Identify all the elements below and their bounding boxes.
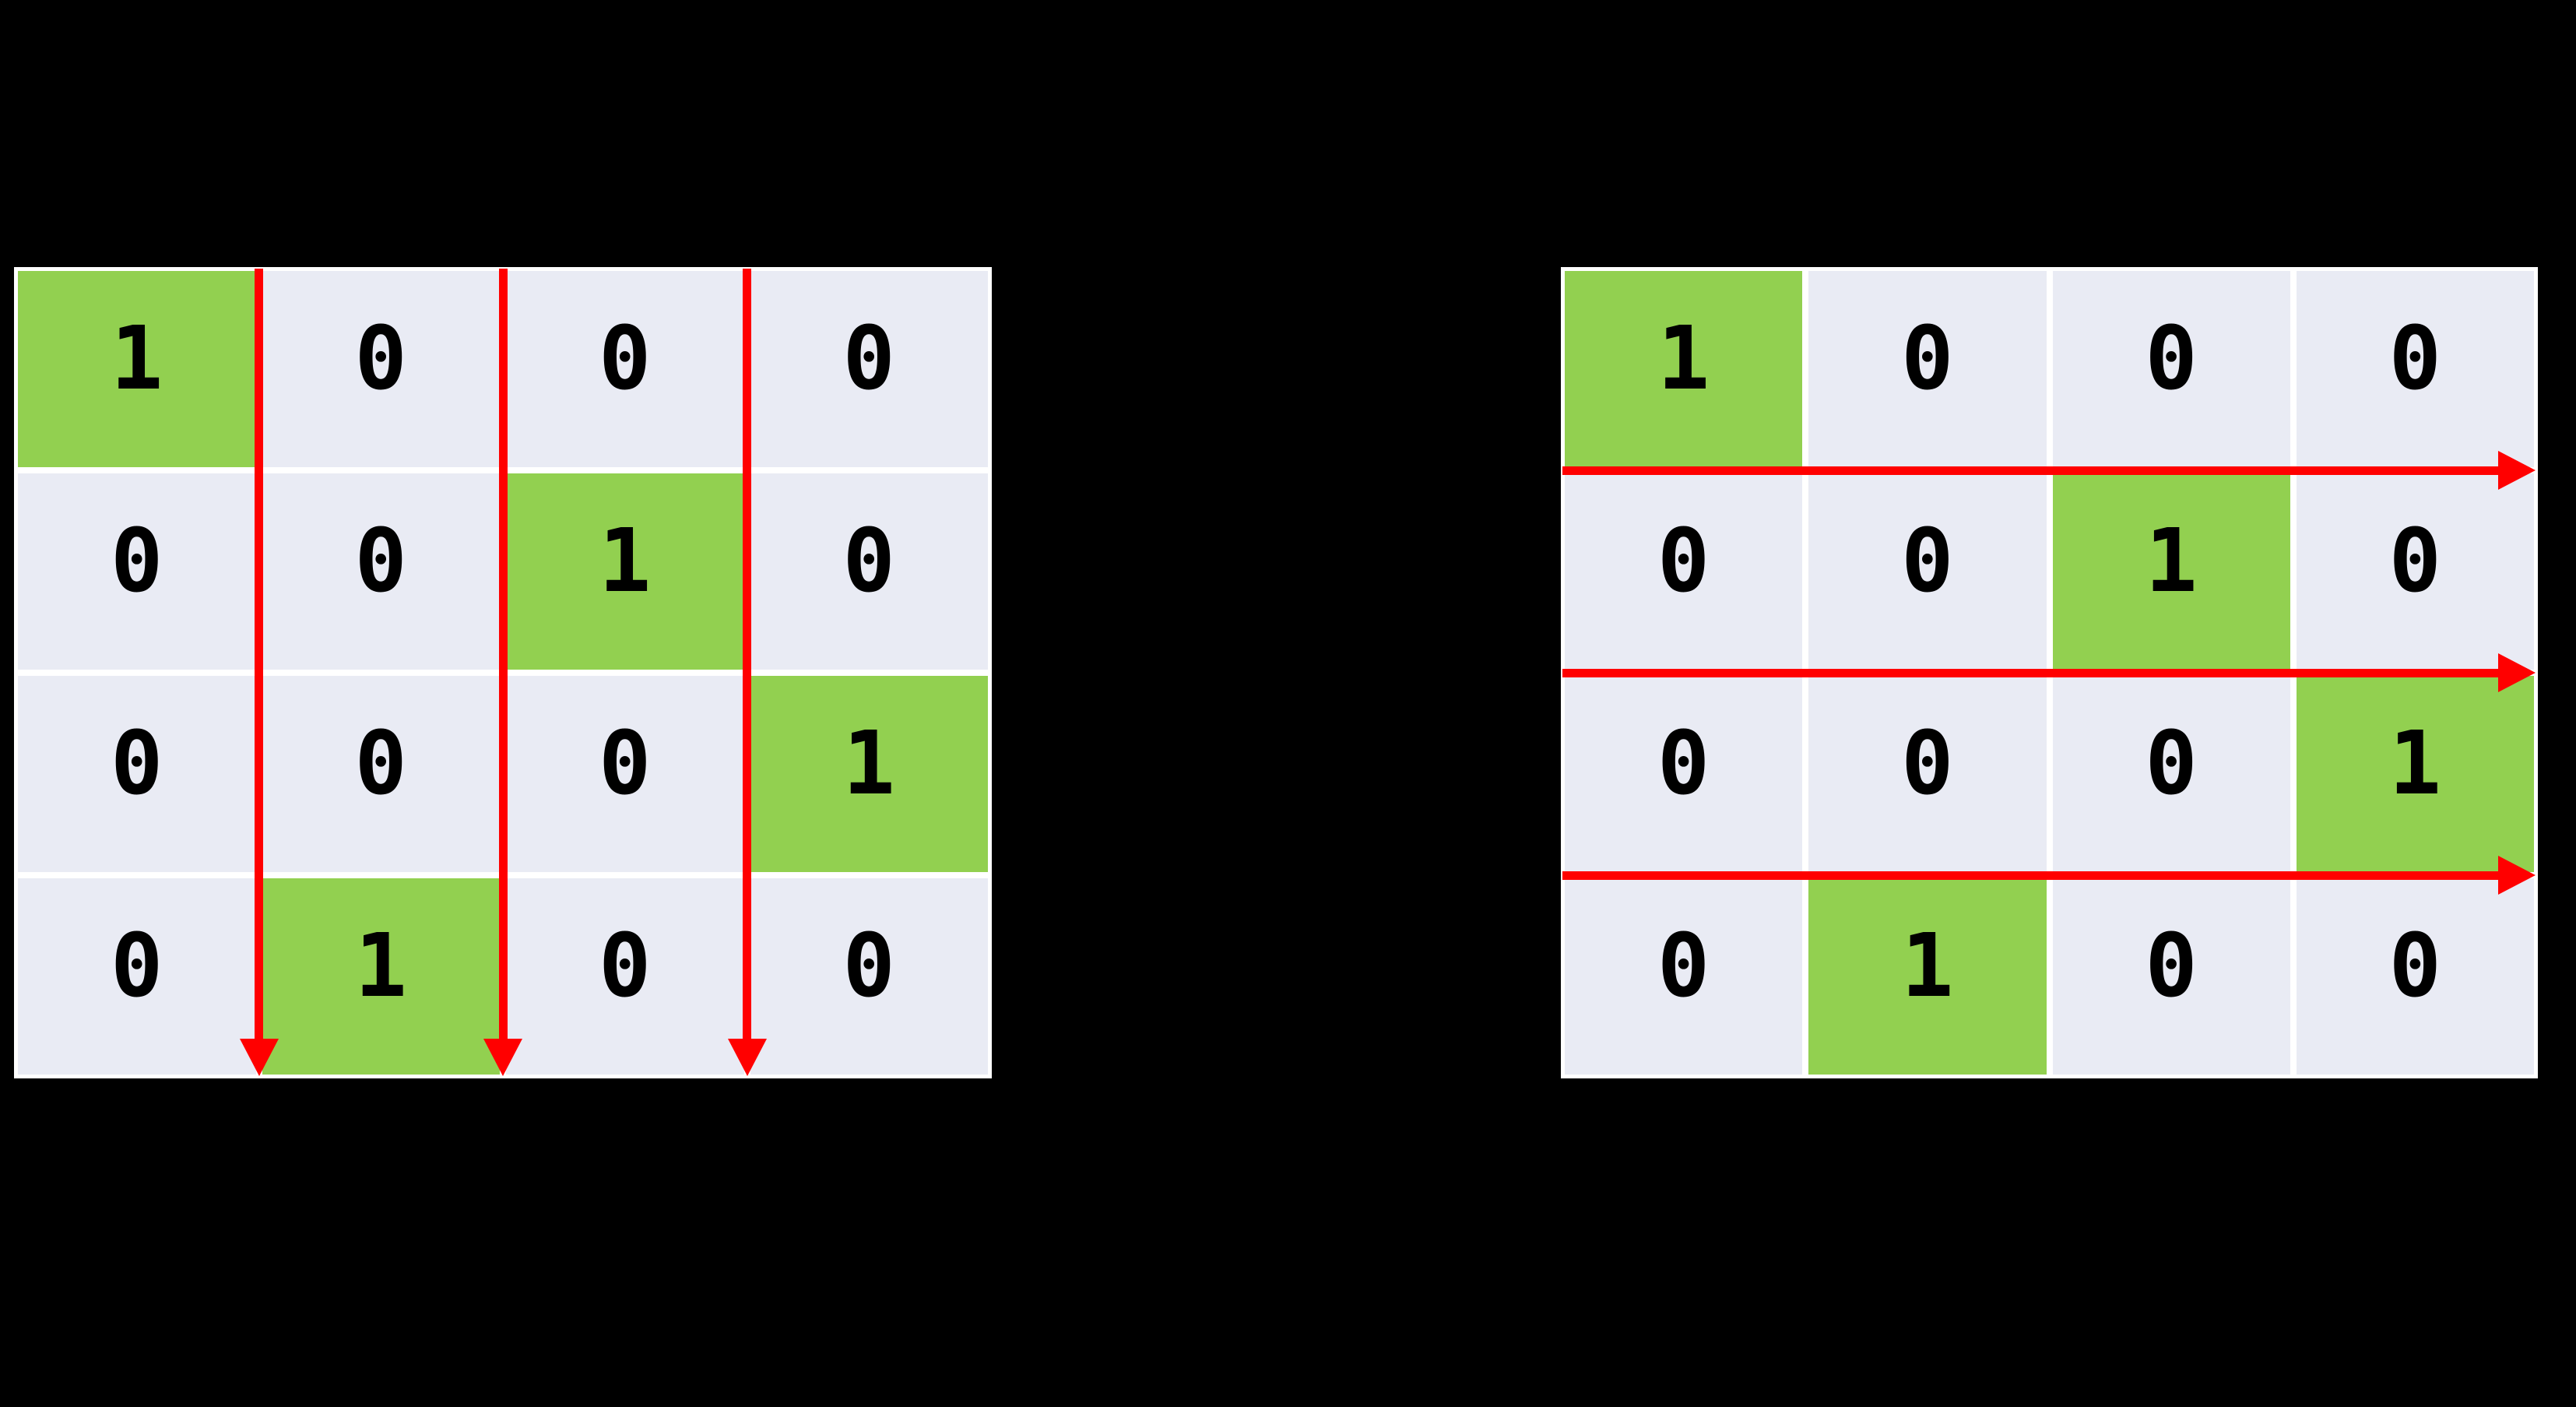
cell-value: 0 — [2145, 308, 2198, 410]
cell-value: 0 — [1657, 713, 1710, 814]
matrix-cell-r1c3: 0 — [750, 473, 988, 670]
cell-value: 1 — [2388, 713, 2442, 814]
matrix-cell-r2c2: 0 — [506, 676, 744, 872]
matrix-cell-r0c1: 0 — [262, 271, 500, 467]
cell-value: 1 — [1901, 916, 1954, 1017]
cell-value: 0 — [1657, 916, 1710, 1017]
cell-value: 1 — [1657, 308, 1710, 410]
matrix-cell-r3c0: 0 — [1565, 878, 1803, 1075]
cell-value: 0 — [842, 308, 895, 410]
cell-value: 0 — [1901, 511, 1954, 612]
matrix-cell-r3c3: 0 — [2296, 878, 2534, 1075]
matrix-cell-r1c2-highlighted: 1 — [506, 473, 744, 670]
matrix-cell-r2c1: 0 — [262, 676, 500, 872]
matrix-cell-r0c3: 0 — [2296, 271, 2534, 467]
cell-value: 0 — [2388, 511, 2442, 612]
cell-value: 0 — [842, 916, 895, 1017]
matrix-cell-r3c1-highlighted: 1 — [262, 878, 500, 1075]
cell-value: 1 — [111, 308, 163, 410]
cell-value: 1 — [842, 713, 895, 814]
cell-value: 0 — [599, 713, 652, 814]
cell-value: 0 — [111, 916, 163, 1017]
matrix-cell-r3c2: 0 — [506, 878, 744, 1075]
matrix-cell-r1c3: 0 — [2296, 473, 2534, 670]
matrix-cell-r2c0: 0 — [1565, 676, 1803, 872]
matrix-cell-r0c0-highlighted: 1 — [18, 271, 256, 467]
cell-value: 0 — [354, 511, 407, 612]
matrix-cell-r2c0: 0 — [18, 676, 256, 872]
matrix-cell-r0c2: 0 — [2052, 271, 2290, 467]
matrix-cell-r2c1: 0 — [1808, 676, 2047, 872]
matrix-cell-r2c3-highlighted: 1 — [750, 676, 988, 872]
matrix-cell-r3c3: 0 — [750, 878, 988, 1075]
matrix-cell-r1c1: 0 — [262, 473, 500, 670]
matrix-cell-r3c1-highlighted: 1 — [1808, 878, 2047, 1075]
cell-value: 0 — [1657, 511, 1710, 612]
matrix-cell-r1c0: 0 — [1565, 473, 1803, 670]
matrix-left: 1 0 0 0 0 0 1 0 0 0 0 1 0 1 0 0 — [14, 267, 992, 1078]
cell-value: 0 — [111, 511, 163, 612]
cell-value: 1 — [2145, 511, 2198, 612]
matrix-cell-r0c0-highlighted: 1 — [1565, 271, 1803, 467]
cell-value: 0 — [1901, 713, 1954, 814]
cell-value: 0 — [354, 308, 407, 410]
cell-value: 0 — [2388, 308, 2442, 410]
cell-value: 0 — [2388, 916, 2442, 1017]
cell-value: 0 — [1901, 308, 1954, 410]
cell-value: 0 — [2145, 713, 2198, 814]
matrix-cell-r3c0: 0 — [18, 878, 256, 1075]
matrix-cell-r1c2-highlighted: 1 — [2052, 473, 2290, 670]
matrix-cell-r3c2: 0 — [2052, 878, 2290, 1075]
cell-value: 0 — [599, 308, 652, 410]
matrix-cell-r0c1: 0 — [1808, 271, 2047, 467]
matrix-cell-r1c0: 0 — [18, 473, 256, 670]
matrix-cell-r0c3: 0 — [750, 271, 988, 467]
cell-value: 0 — [2145, 916, 2198, 1017]
matrix-cell-r1c1: 0 — [1808, 473, 2047, 670]
cell-value: 0 — [354, 713, 407, 814]
matrix-right: 1 0 0 0 0 0 1 0 0 0 0 1 0 1 0 0 — [1561, 267, 2538, 1078]
cell-value: 0 — [599, 916, 652, 1017]
cell-value: 1 — [599, 511, 652, 612]
matrix-cell-r2c3-highlighted: 1 — [2296, 676, 2534, 872]
matrix-cell-r2c2: 0 — [2052, 676, 2290, 872]
cell-value: 1 — [354, 916, 407, 1017]
cell-value: 0 — [842, 511, 895, 612]
matrix-cell-r0c2: 0 — [506, 271, 744, 467]
cell-value: 0 — [111, 713, 163, 814]
